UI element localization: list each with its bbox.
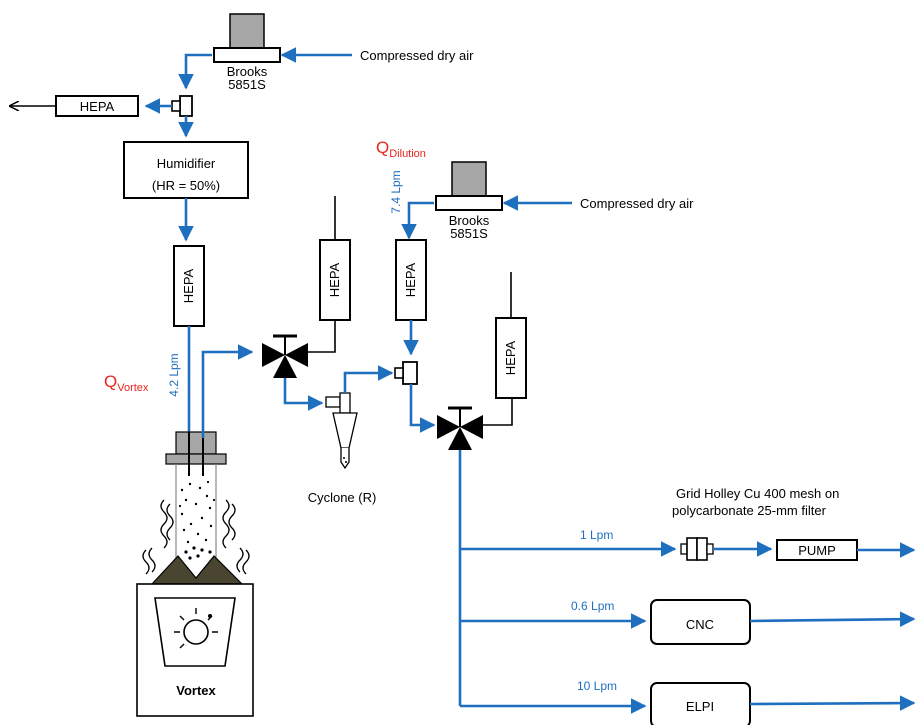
tee-connector-2 [394, 361, 418, 385]
q-vortex-label: QVortex [104, 372, 149, 394]
vortex-mixer: Vortex [136, 583, 254, 717]
cyclone-to-tee-pipe [343, 365, 394, 393]
brooks-1-model: 5851S [228, 77, 266, 92]
elpi-box [650, 682, 751, 725]
pump-label: PUMP [798, 543, 836, 558]
valve1-to-cyclone-pipe [283, 378, 324, 411]
humidifier-rh-label: (HR = 50%) [152, 178, 220, 193]
cyclone-label: Cyclone (R) [308, 490, 377, 505]
dilution-flow-rate: 7.4 Lpm [389, 170, 403, 213]
mass-flow-controller-1: Brooks 5851S [213, 13, 281, 92]
mfc1-to-tee-pipe [178, 53, 212, 90]
hepa-filter-1-label: HEPA [181, 268, 196, 303]
brooks-1-label: Brooks [227, 64, 268, 79]
elpi-label: ELPI [686, 699, 714, 714]
vortex-outlet-pipe [201, 344, 254, 438]
hepa-filter-2-label: HEPA [327, 262, 342, 297]
hepa-filter-4 [495, 317, 527, 399]
elpi-outlet-pipe [749, 695, 916, 711]
cyclone-separator [325, 392, 358, 470]
filter-holder [680, 537, 714, 561]
grid-description-line2: polycarbonate 25-mm filter [672, 503, 827, 518]
vortex-label: Vortex [176, 683, 216, 698]
speed-dial-icon [183, 619, 209, 645]
valve2-to-hepa4-line [483, 398, 513, 426]
grid-flow-rate: 1 Lpm [580, 528, 613, 542]
valve1-to-hepa2-line [308, 320, 336, 353]
three-way-valve-2 [437, 406, 483, 450]
cnc-box [650, 599, 751, 645]
humidifier-label: Humidifier [157, 156, 216, 171]
mfc2-to-hepa3-pipe [401, 201, 434, 240]
three-way-valve-1 [262, 334, 308, 378]
mass-flow-controller-2: Brooks 5851S [435, 161, 503, 241]
hepa-exhaust-label: HEPA [80, 99, 115, 114]
hepa-filter-4-label: HEPA [503, 340, 518, 375]
vortex-flow-rate: 4.2 Lpm [167, 353, 181, 396]
elpi-flow-rate: 10 Lpm [577, 679, 617, 693]
cnc-label: CNC [686, 617, 714, 632]
hepa-filter-3-label: HEPA [403, 262, 418, 297]
compressed-air-label-2: Compressed dry air [580, 196, 694, 211]
tee-connector-1 [171, 95, 193, 117]
grid-description-line1: Grid Holley Cu 400 mesh on [676, 486, 839, 501]
cnc-outlet-pipe [749, 611, 916, 627]
brooks-2-model: 5851S [450, 226, 488, 241]
brooks-2-label: Brooks [449, 213, 490, 228]
q-dilution-label: QDilution [376, 138, 426, 160]
compressed-air-label-1: Compressed dry air [360, 48, 474, 63]
tee-to-valve2-pipe [409, 384, 436, 433]
cnc-flow-rate: 0.6 Lpm [571, 599, 614, 613]
vortex-tube-assembly [142, 344, 254, 585]
